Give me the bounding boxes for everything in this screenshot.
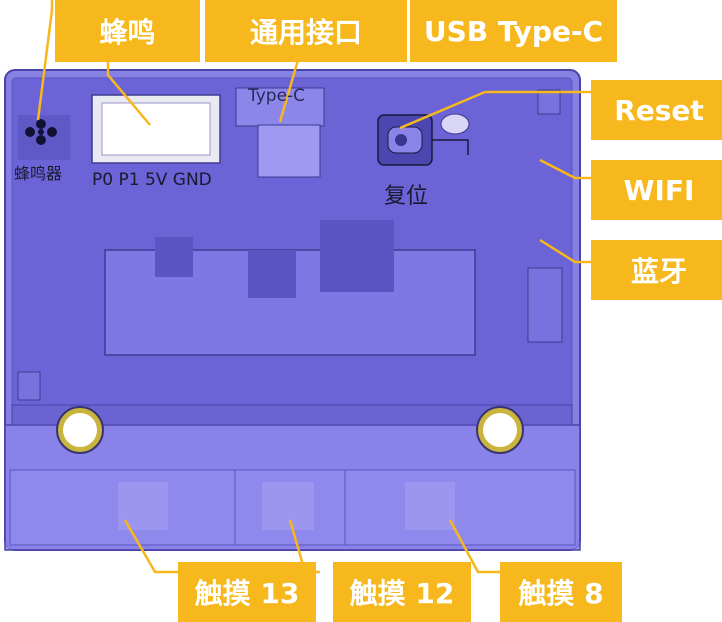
- callout-interface: 通用接口: [205, 0, 407, 62]
- chip-small: [155, 237, 193, 277]
- callout-touch13: 触摸 13: [178, 562, 316, 622]
- callout-reset-text: Reset: [614, 93, 704, 127]
- buzzer-icon: [25, 127, 35, 137]
- callout-touch12: 触摸 12: [333, 562, 471, 622]
- callout-touch12-text: 触摸 12: [349, 577, 455, 610]
- callout-usb-text: USB Type-C: [423, 14, 604, 48]
- side-clip: [527, 267, 563, 343]
- callout-buzzer-text: 蜂鸣: [99, 16, 156, 49]
- callout-bluetooth: 蓝牙: [591, 240, 722, 300]
- callout-touch8: 触摸 8: [500, 562, 622, 622]
- callout-usb: USB Type-C: [410, 0, 617, 62]
- touch8-pad: [405, 482, 455, 530]
- callout-interface-text: 通用接口: [249, 16, 362, 49]
- typec-port: [257, 124, 321, 178]
- chip-medium: [248, 250, 296, 298]
- reset-silk-label: 复位: [384, 184, 429, 209]
- callout-wifi-text: WIFI: [623, 173, 695, 207]
- callout-touch13-text: 触摸 13: [194, 577, 300, 610]
- touch12-pad: [262, 482, 314, 530]
- callout-touch8-text: 触摸 8: [518, 577, 604, 610]
- callout-bluetooth-text: 蓝牙: [630, 255, 687, 288]
- callout-wifi: WIFI: [591, 160, 722, 220]
- callout-reset: Reset: [591, 80, 722, 140]
- buzzer-silk-label: 蜂鸣器: [14, 164, 63, 183]
- chip-large: [320, 220, 394, 292]
- callout-buzzer: 蜂鸣: [55, 0, 200, 62]
- typec-silk-label: Type-C: [248, 86, 306, 106]
- pin-labels: P0 P1 5V GND: [92, 170, 212, 190]
